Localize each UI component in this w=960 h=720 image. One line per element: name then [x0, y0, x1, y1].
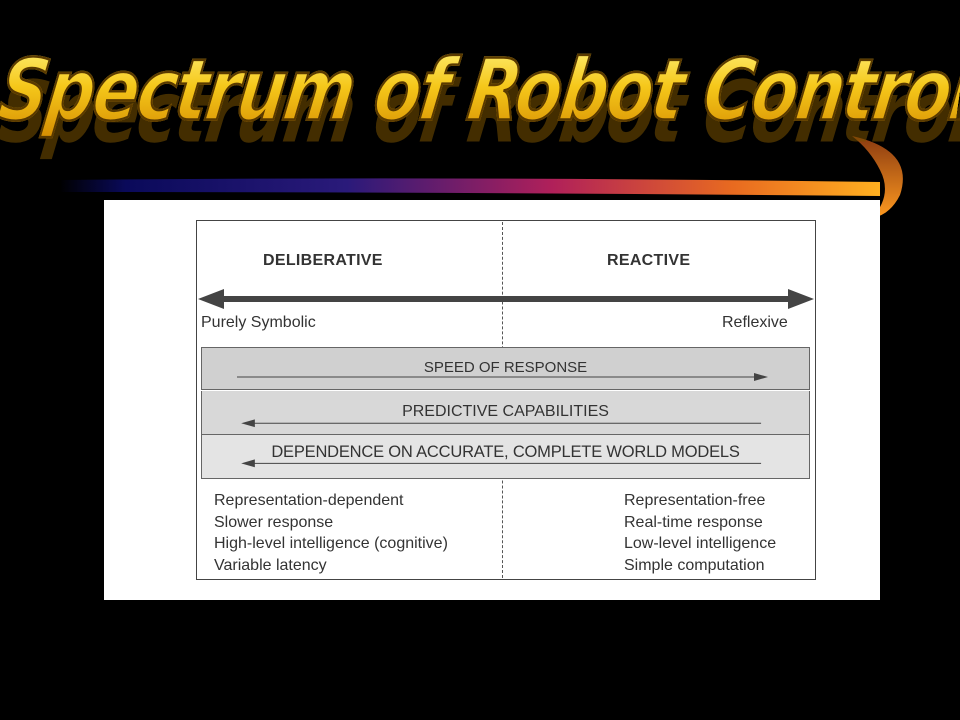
- band-world-model-dependence: DEPENDENCE ON ACCURATE, COMPLETE WORLD M…: [201, 435, 810, 479]
- page-title: Spectrum of Robot Control: [0, 41, 960, 142]
- property-item: Low-level intelligence: [624, 535, 777, 552]
- heading-deliberative: DELIBERATIVE: [263, 252, 383, 269]
- property-item: Variable latency: [214, 556, 327, 574]
- diagram-frame: [196, 220, 816, 580]
- arrow-left-icon: [241, 459, 762, 468]
- property-item: Representation-dependent: [214, 492, 404, 509]
- property-item: Slower response: [214, 513, 334, 531]
- band-label: PREDICTIVE CAPABILITIES: [402, 403, 609, 420]
- band-predictive-capabilities: PREDICTIVE CAPABILITIES: [201, 391, 810, 435]
- band-speed-of-response: SPEED OF RESPONSE: [201, 347, 810, 390]
- end-label-left: Purely Symbolic: [201, 314, 316, 331]
- spectrum-double-arrow: [198, 289, 814, 309]
- property-item: Real-time response: [624, 513, 763, 531]
- property-item: High-level intelligence (cognitive): [214, 535, 448, 552]
- reactive-properties: Representation-free Real-time response L…: [624, 490, 776, 576]
- heading-reactive: REACTIVE: [607, 252, 691, 269]
- end-label-right: Reflexive: [722, 314, 788, 331]
- property-item: Simple computation: [624, 556, 765, 574]
- arrow-left-icon: [241, 419, 762, 428]
- property-item: Representation-free: [624, 492, 766, 509]
- band-label: SPEED OF RESPONSE: [423, 359, 588, 376]
- figure-panel: DELIBERATIVE REACTIVE Purely Symbolic Re…: [104, 200, 880, 600]
- decorative-swoosh: [60, 136, 903, 218]
- band-label: DEPENDENCE ON ACCURATE, COMPLETE WORLD M…: [271, 443, 740, 461]
- slide-header: Spectrum of Robot Control Spectrum of Ro…: [0, 0, 960, 218]
- arrow-right-icon: [237, 373, 768, 381]
- deliberative-properties: Representation-dependent Slower response…: [214, 490, 448, 576]
